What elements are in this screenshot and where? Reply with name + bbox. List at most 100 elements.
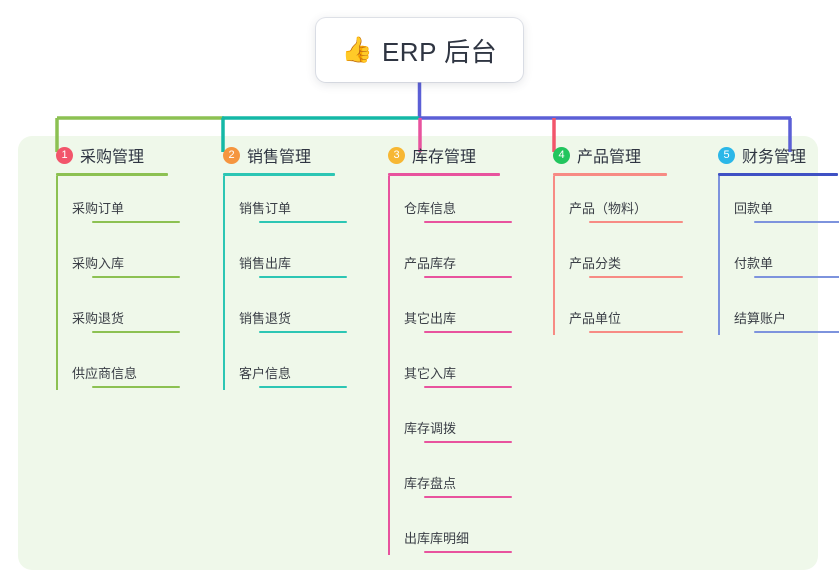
leaf-label: 其它入库 xyxy=(404,366,457,381)
branch-underline xyxy=(56,173,168,176)
leaf-item[interactable]: 销售订单 xyxy=(203,198,347,223)
branch-spine xyxy=(223,176,225,390)
leaf-underline xyxy=(92,276,180,278)
leaf-item[interactable]: 库存调拨 xyxy=(368,418,512,443)
leaf-underline xyxy=(589,221,683,223)
leaf-underline xyxy=(259,386,347,388)
leaf-underline xyxy=(424,496,512,498)
branch-4: 4 产品管理产品（物料） 产品分类产品单位 xyxy=(533,142,693,341)
leaf-item[interactable]: 采购入库 xyxy=(36,253,180,278)
leaf-label: 产品单位 xyxy=(569,311,622,326)
leaf-underline xyxy=(424,386,512,388)
leaf-underline xyxy=(424,221,512,223)
branch-underline xyxy=(223,173,335,176)
branch-number-badge: 2 xyxy=(223,146,240,164)
leaf-underline xyxy=(92,386,180,388)
leaf-item[interactable]: 采购退货 xyxy=(36,308,180,333)
leaf-underline xyxy=(424,551,512,553)
leaf-item[interactable]: 其它入库 xyxy=(368,363,512,388)
branch-label: 财务管理 xyxy=(742,149,807,166)
leaf-underline xyxy=(259,221,347,223)
leaf-label: 出库库明细 xyxy=(404,531,470,546)
branch-number-badge: 1 xyxy=(56,146,73,164)
branch-spine xyxy=(56,176,58,390)
branch-header-4[interactable]: 4 产品管理 xyxy=(533,142,693,168)
leaf-label: 结算账户 xyxy=(734,311,787,326)
leaf-item[interactable]: 销售出库 xyxy=(203,253,347,278)
root-node[interactable]: 👍 ERP 后台 xyxy=(316,18,523,82)
leaf-underline xyxy=(92,331,180,333)
branch-number-badge: 3 xyxy=(388,146,405,164)
leaf-item[interactable]: 产品单位 xyxy=(533,308,683,333)
branch-header-2[interactable]: 2 销售管理 xyxy=(203,142,353,168)
leaf-item[interactable]: 供应商信息 xyxy=(36,363,180,388)
leaf-underline xyxy=(754,331,839,333)
leaf-label: 库存调拨 xyxy=(404,421,457,436)
branch-header-3[interactable]: 3 库存管理 xyxy=(368,142,518,168)
leaf-label: 采购订单 xyxy=(72,201,125,216)
leaf-item[interactable]: 库存盘点 xyxy=(368,473,512,498)
leaf-item[interactable]: 产品库存 xyxy=(368,253,512,278)
leaf-item[interactable]: 其它出库 xyxy=(368,308,512,333)
leaf-item[interactable]: 结算账户 xyxy=(698,308,839,333)
leaf-underline xyxy=(92,221,180,223)
leaf-underline xyxy=(589,331,683,333)
branch-label: 库存管理 xyxy=(412,149,477,166)
leaf-label: 回款单 xyxy=(734,201,774,216)
thumbs-up-icon: 👍 xyxy=(341,35,373,64)
leaf-list: 销售订单销售出库销售退货客户信息 xyxy=(203,176,353,396)
leaf-item[interactable]: 仓库信息 xyxy=(368,198,512,223)
leaf-label: 销售退货 xyxy=(239,311,292,326)
branch-spine xyxy=(388,176,390,555)
leaf-label: 销售出库 xyxy=(239,256,292,271)
branch-spine xyxy=(553,176,555,335)
leaf-underline xyxy=(589,276,683,278)
leaf-item[interactable]: 采购订单 xyxy=(36,198,180,223)
leaf-item[interactable]: 回款单 xyxy=(698,198,839,223)
leaf-list: 产品（物料） 产品分类产品单位 xyxy=(533,176,693,341)
leaf-item[interactable]: 产品分类 xyxy=(533,253,683,278)
branch-number-badge: 4 xyxy=(553,146,570,164)
branch-label: 产品管理 xyxy=(577,149,642,166)
leaf-underline xyxy=(754,276,839,278)
leaf-item[interactable]: 出库库明细 xyxy=(368,528,512,553)
leaf-label: 供应商信息 xyxy=(72,366,138,381)
leaf-label: 其它出库 xyxy=(404,311,457,326)
leaf-list: 采购订单采购入库采购退货供应商信息 xyxy=(36,176,186,396)
leaf-underline xyxy=(424,276,512,278)
branch-underline xyxy=(553,173,667,176)
leaf-label: 产品分类 xyxy=(569,256,622,271)
branch-underline xyxy=(388,173,500,176)
branch-number-badge: 5 xyxy=(718,146,735,164)
leaf-list: 仓库信息产品库存其它出库其它入库库存调拨库存盘点出库库明细 xyxy=(368,176,518,561)
root-title: ERP 后台 xyxy=(381,36,498,67)
leaf-label: 仓库信息 xyxy=(404,201,457,216)
branches-panel xyxy=(18,136,818,570)
leaf-list: 回款单付款单结算账户 xyxy=(698,176,839,341)
branch-label: 销售管理 xyxy=(247,149,312,166)
branch-header-5[interactable]: 5 财务管理 xyxy=(698,142,838,168)
branch-spine xyxy=(718,176,720,335)
leaf-underline xyxy=(424,331,512,333)
branch-3: 3 库存管理仓库信息产品库存其它出库其它入库库存调拨库存盘点出库库明细 xyxy=(368,142,518,561)
leaf-underline xyxy=(754,221,839,223)
branch-5: 5 财务管理回款单付款单结算账户 xyxy=(698,142,839,341)
leaf-label: 销售订单 xyxy=(239,201,292,216)
branch-2: 2 销售管理销售订单销售出库销售退货客户信息 xyxy=(203,142,353,396)
branch-underline xyxy=(718,173,838,176)
leaf-underline xyxy=(259,331,347,333)
leaf-label: 采购入库 xyxy=(72,256,125,271)
leaf-label: 产品库存 xyxy=(404,256,457,271)
leaf-item[interactable]: 产品（物料） xyxy=(533,198,683,223)
leaf-underline xyxy=(259,276,347,278)
leaf-label: 付款单 xyxy=(734,256,774,271)
leaf-label: 客户信息 xyxy=(239,366,292,381)
leaf-item[interactable]: 付款单 xyxy=(698,253,839,278)
leaf-item[interactable]: 销售退货 xyxy=(203,308,347,333)
leaf-item[interactable]: 客户信息 xyxy=(203,363,347,388)
leaf-label: 产品（物料） xyxy=(569,201,648,216)
